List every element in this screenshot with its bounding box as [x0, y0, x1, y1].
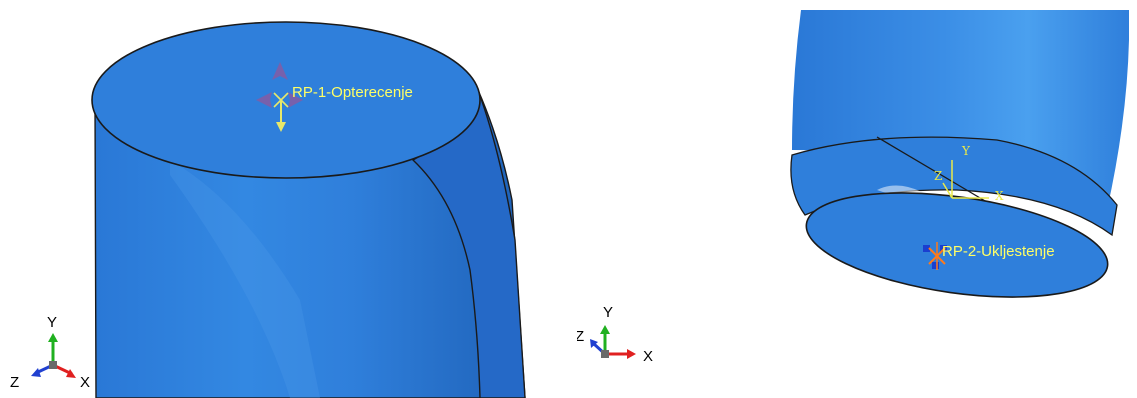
coordinate-system-icon: [942, 160, 989, 199]
coordinate-triad-icon: [31, 333, 76, 378]
triad-z-label: Z: [10, 374, 19, 391]
right-model-canvas[interactable]: Y X Z RP-2-Ukljestenje Y X Z: [577, 0, 1137, 398]
reference-point-label: RP-1-Opterecenje: [292, 84, 413, 101]
left-viewport[interactable]: RP-1-Opterecenje Y X Z: [0, 0, 560, 398]
triad-x-label: X: [80, 374, 90, 391]
triad-y-label: Y: [603, 304, 613, 321]
triad-z-label: Z: [577, 328, 584, 345]
left-model-canvas[interactable]: RP-1-Opterecenje Y X Z: [0, 0, 560, 398]
cylinder-highlight: [170, 160, 320, 398]
csys-x-label: X: [995, 189, 1004, 203]
load-arrows-icon[interactable]: [256, 62, 303, 132]
cylinder-neck[interactable]: [790, 136, 1118, 237]
triad-y-label: Y: [47, 314, 57, 331]
coordinate-triad-icon: [590, 325, 636, 359]
cylinder-top-face[interactable]: [91, 21, 481, 179]
csys-z-label: Z: [934, 169, 942, 183]
right-viewport[interactable]: Y X Z RP-2-Ukljestenje Y X Z: [577, 0, 1137, 398]
reference-point-label: RP-2-Ukljestenje: [942, 243, 1055, 260]
triad-x-label: X: [643, 348, 653, 365]
csys-y-label: Y: [961, 144, 971, 158]
encastre-icon[interactable]: [923, 242, 947, 270]
